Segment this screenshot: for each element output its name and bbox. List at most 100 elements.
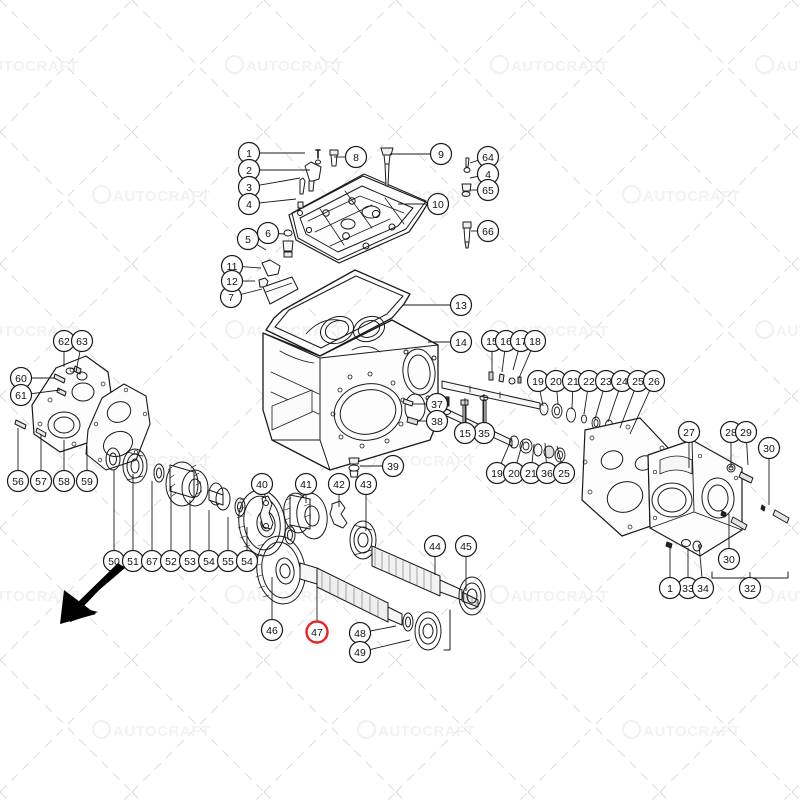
callout-46[interactable]: 46 bbox=[260, 577, 284, 642]
callout-27[interactable]: 27 bbox=[677, 420, 701, 469]
callout-1[interactable]: 1 bbox=[658, 546, 682, 600]
callout-56[interactable]: 56 bbox=[6, 428, 30, 493]
callout-41[interactable]: 41 bbox=[294, 472, 318, 504]
callout-bubble[interactable] bbox=[423, 534, 447, 558]
callout-55[interactable]: 55 bbox=[216, 517, 240, 573]
callout-bubble[interactable] bbox=[6, 469, 30, 493]
callout-bubble[interactable] bbox=[237, 192, 261, 216]
callout-bubble[interactable] bbox=[381, 454, 405, 478]
callout-66[interactable]: 66 bbox=[471, 219, 500, 243]
callout-bubble[interactable] bbox=[235, 549, 259, 573]
callout-bubble[interactable] bbox=[70, 329, 94, 353]
callout-36[interactable]: 36 bbox=[535, 442, 559, 485]
callout-bubble[interactable] bbox=[344, 145, 368, 169]
callout-25[interactable]: 25 bbox=[619, 369, 650, 429]
callout-bubble[interactable] bbox=[75, 469, 99, 493]
callout-bubble[interactable] bbox=[642, 369, 666, 393]
callout-30[interactable]: 30 bbox=[717, 514, 741, 571]
callout-8[interactable]: 8 bbox=[334, 145, 368, 169]
callout-54[interactable]: 54 bbox=[197, 510, 221, 573]
callout-bubble[interactable] bbox=[453, 421, 477, 445]
callout-50[interactable]: 50 bbox=[102, 470, 126, 573]
callout-25[interactable]: 25 bbox=[552, 445, 576, 485]
callout-bubble[interactable] bbox=[425, 409, 449, 433]
callout-bubble[interactable] bbox=[9, 383, 33, 407]
callout-21[interactable]: 21 bbox=[519, 443, 543, 485]
callout-44[interactable]: 44 bbox=[423, 534, 447, 576]
callout-45[interactable]: 45 bbox=[454, 534, 478, 592]
callout-51[interactable]: 51 bbox=[121, 474, 145, 573]
callout-39[interactable]: 39 bbox=[360, 454, 405, 478]
callout-bubble[interactable] bbox=[29, 469, 53, 493]
callout-18[interactable]: 18 bbox=[518, 329, 547, 379]
callout-49[interactable]: 49 bbox=[348, 639, 411, 664]
callout-54[interactable]: 54 bbox=[235, 527, 259, 573]
callout-bubble[interactable] bbox=[305, 620, 329, 644]
callout-59[interactable]: 59 bbox=[75, 446, 99, 493]
callout-bubble[interactable] bbox=[52, 469, 76, 493]
callout-bubble[interactable] bbox=[677, 420, 701, 444]
callout-number: 59 bbox=[81, 476, 93, 488]
callout-63[interactable]: 63 bbox=[70, 329, 94, 373]
callout-38[interactable]: 38 bbox=[417, 409, 449, 433]
callout-34[interactable]: 34 bbox=[691, 544, 715, 600]
callout-47[interactable]: 47 bbox=[305, 580, 329, 644]
callout-bubble[interactable] bbox=[691, 576, 715, 600]
callout-37[interactable]: 37 bbox=[412, 392, 449, 416]
callout-14[interactable]: 14 bbox=[428, 330, 473, 354]
callout-67[interactable]: 67 bbox=[140, 481, 164, 573]
callout-40[interactable]: 40 bbox=[250, 472, 274, 501]
callout-bubble[interactable] bbox=[260, 618, 284, 642]
callout-4[interactable]: 4 bbox=[237, 192, 297, 216]
callout-bubble[interactable] bbox=[236, 227, 260, 251]
callout-30[interactable]: 30 bbox=[757, 436, 781, 506]
callout-26[interactable]: 26 bbox=[629, 369, 666, 435]
callout-bubble[interactable] bbox=[429, 142, 453, 166]
callout-bubble[interactable] bbox=[757, 436, 781, 460]
callout-10[interactable]: 10 bbox=[398, 192, 450, 216]
callout-21[interactable]: 21 bbox=[561, 369, 585, 410]
callout-13[interactable]: 13 bbox=[403, 293, 473, 317]
callout-29[interactable]: 29 bbox=[734, 420, 758, 466]
callout-52[interactable]: 52 bbox=[159, 486, 183, 573]
callout-43[interactable]: 43 bbox=[354, 472, 378, 532]
callout-58[interactable]: 58 bbox=[52, 440, 76, 493]
callout-bubble[interactable] bbox=[294, 472, 318, 496]
callout-bubble[interactable] bbox=[717, 547, 741, 571]
callout-bubble[interactable] bbox=[523, 329, 547, 353]
callout-bubble[interactable] bbox=[327, 472, 351, 496]
callout-9[interactable]: 9 bbox=[390, 142, 453, 166]
callout-42[interactable]: 42 bbox=[327, 472, 351, 508]
callout-bubble[interactable] bbox=[250, 472, 274, 496]
callout-bubble[interactable] bbox=[552, 461, 576, 485]
callout-6[interactable]: 6 bbox=[256, 221, 286, 245]
callout-bubble[interactable] bbox=[476, 178, 500, 202]
callout-bubble[interactable] bbox=[348, 640, 372, 664]
callout-61[interactable]: 61 bbox=[9, 383, 61, 407]
callout-65[interactable]: 65 bbox=[470, 178, 500, 202]
callout-57[interactable]: 57 bbox=[29, 434, 53, 493]
callout-bubble[interactable] bbox=[354, 472, 378, 496]
callout-3[interactable]: 3 bbox=[237, 175, 301, 199]
callout-19[interactable]: 19 bbox=[526, 369, 550, 407]
callout-bubble[interactable] bbox=[426, 192, 450, 216]
callout-53[interactable]: 53 bbox=[178, 500, 202, 573]
callout-1[interactable]: 1 bbox=[237, 141, 306, 165]
leader-line bbox=[259, 177, 301, 186]
callout-5[interactable]: 5 bbox=[236, 227, 267, 251]
callout-bubble[interactable] bbox=[658, 576, 682, 600]
callout-bubble[interactable] bbox=[738, 576, 762, 600]
callout-bubble[interactable] bbox=[734, 420, 758, 444]
callout-15[interactable]: 15 bbox=[453, 398, 477, 445]
callout-bubble[interactable] bbox=[476, 219, 500, 243]
callout-62[interactable]: 62 bbox=[52, 329, 76, 368]
callout-12[interactable]: 12 bbox=[220, 269, 256, 293]
callout-48[interactable]: 48 bbox=[348, 621, 397, 645]
callout-bubble[interactable] bbox=[449, 330, 473, 354]
callout-bubble[interactable] bbox=[449, 293, 473, 317]
callout-bubble[interactable] bbox=[454, 534, 478, 558]
callout-35[interactable]: 35 bbox=[472, 394, 496, 445]
callout-bubble[interactable] bbox=[256, 221, 280, 245]
callout-32[interactable]: 32 bbox=[738, 572, 762, 600]
callout-bubble[interactable] bbox=[220, 269, 244, 293]
